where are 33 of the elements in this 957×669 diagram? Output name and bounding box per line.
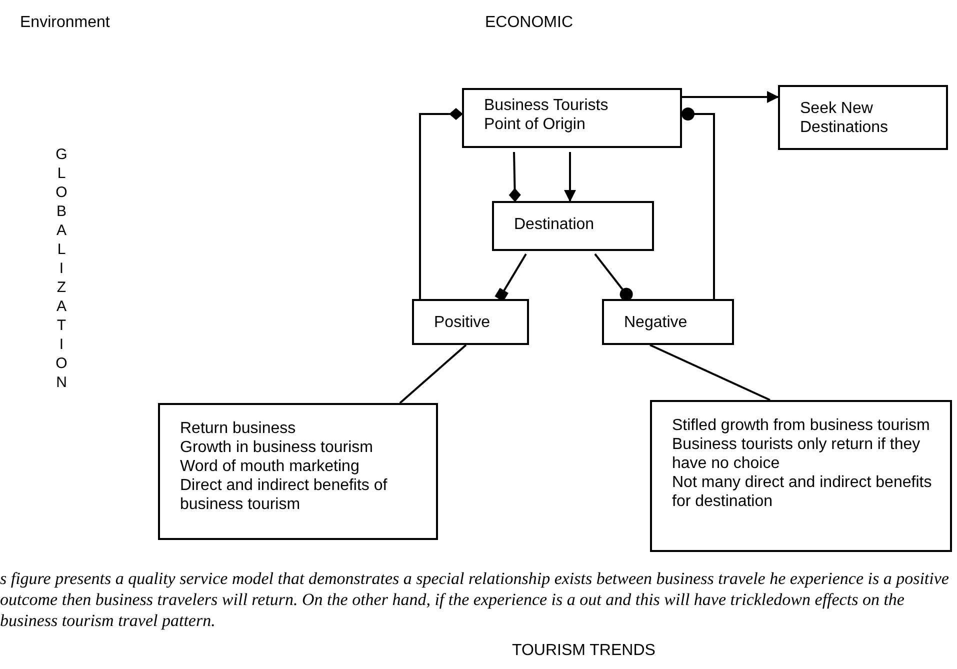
process-box	[492, 201, 654, 251]
node-text: Business tourists only return if they have no choice	[672, 435, 922, 473]
label: TOURISM TRENDS	[512, 642, 656, 660]
connector	[594, 253, 633, 301]
node-text: Business Tourists Point of Origin	[484, 96, 610, 134]
node-text: Return business	[180, 419, 297, 438]
node-text: Direct and indirect benefits of business tourism	[180, 476, 388, 514]
connector	[419, 108, 463, 299]
arrow	[564, 152, 576, 202]
node-text: Growth in business tourism	[180, 438, 374, 457]
label: Environment	[20, 14, 110, 32]
node-text: Negative	[624, 313, 688, 332]
caption: s figure presents a quality service model that demonstrates a special relationship exists between business travele he experience is a positive outcome then business travelers will return. On the other hand, if the experience is a out and this will have trickledown effects on the business tourism travel pattern.	[0, 568, 950, 631]
process-box	[412, 299, 529, 345]
process-box	[462, 88, 682, 148]
process-box	[778, 85, 948, 150]
connector-line	[399, 344, 467, 404]
node-text: Not many direct and indirect benefits for destination	[672, 473, 933, 511]
process-box	[158, 403, 438, 540]
process-box	[602, 299, 734, 345]
node-text: Positive	[434, 313, 492, 332]
vertical-label: GLOBALIZATION	[53, 146, 70, 393]
node-text: Destination	[514, 215, 596, 234]
connector-line	[650, 344, 770, 401]
node-text: Word of mouth marketing	[180, 457, 360, 476]
node-text: Seek New Destinations	[800, 99, 890, 137]
label: ECONOMIC	[485, 14, 573, 32]
node-text: Stifled growth from business tourism	[672, 416, 931, 435]
connector	[508, 152, 521, 202]
arrow	[682, 91, 779, 103]
connector	[494, 253, 527, 302]
connector	[682, 108, 715, 299]
process-box	[650, 400, 952, 552]
